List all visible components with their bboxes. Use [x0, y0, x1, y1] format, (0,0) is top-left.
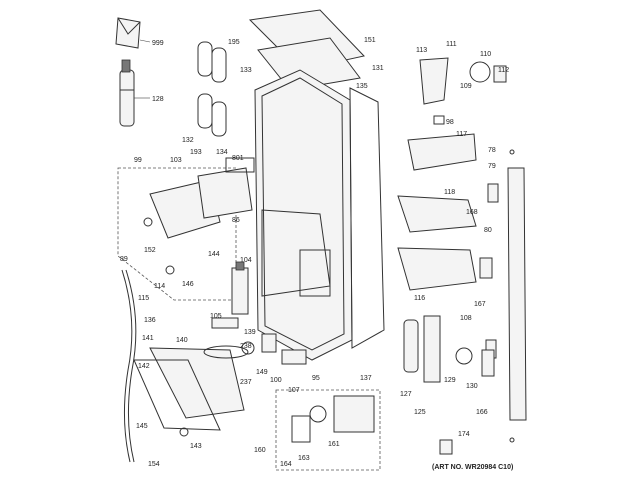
callout-142: 142: [138, 363, 150, 370]
callout-113: 113: [416, 47, 427, 54]
callout-166: 166: [476, 409, 488, 416]
callout-125: 125: [414, 409, 426, 416]
callout-107: 107: [288, 387, 300, 394]
callout-130: 130: [466, 383, 478, 390]
callout-114: 114: [154, 283, 165, 290]
callout-167: 167: [474, 301, 486, 308]
callout-145: 145: [136, 423, 148, 430]
callout-100: 100: [270, 377, 282, 384]
callout-98: 98: [446, 119, 454, 126]
callout-labels: 999 128 195 151 131 133 135 132 134 113 …: [120, 37, 509, 468]
callout-104: 104: [240, 257, 252, 264]
callout-141: 141: [142, 335, 154, 342]
callout-109: 109: [460, 83, 472, 90]
callout-160: 160: [254, 447, 266, 454]
callout-78: 78: [488, 147, 496, 154]
callout-118: 118: [444, 189, 455, 196]
callout-140: 140: [176, 337, 188, 344]
callout-164: 164: [280, 461, 292, 468]
callout-163: 163: [298, 455, 310, 462]
callout-149: 149: [256, 369, 268, 376]
callout-154: 154: [148, 461, 160, 468]
callout-80: 80: [484, 227, 492, 234]
callout-108: 108: [460, 315, 472, 322]
callout-237: 237: [240, 379, 252, 386]
callout-105: 105: [210, 313, 222, 320]
callout-143: 143: [190, 443, 202, 450]
callout-127: 127: [400, 391, 412, 398]
dispenser-box: [117, 167, 237, 301]
callout-89: 89: [120, 256, 128, 263]
part-handle-icon: [197, 41, 227, 137]
callout-86: 86: [232, 217, 240, 224]
callout-128: 128: [152, 96, 164, 103]
callout-110: 110: [480, 51, 491, 58]
callout-133: 133: [240, 67, 252, 74]
callout-168: 168: [466, 209, 478, 216]
callout-111: 111: [446, 41, 457, 48]
art-number: (ART NO. WR20984 C10): [432, 464, 514, 471]
callout-238: 238: [240, 343, 252, 350]
callout-112: 112: [498, 67, 509, 74]
callout-999: 999: [152, 40, 164, 47]
callout-117: 117: [456, 131, 467, 138]
callout-116: 116: [414, 295, 425, 302]
part-envelope-icon: [115, 17, 141, 49]
callout-129: 129: [444, 377, 456, 384]
callout-132: 132: [182, 137, 194, 144]
part-door-shell-icon: [254, 69, 385, 361]
callout-131: 131: [372, 65, 384, 72]
callout-95: 95: [312, 375, 320, 382]
callout-136: 136: [144, 317, 156, 324]
callout-144: 144: [208, 251, 220, 258]
callout-103: 103: [170, 157, 182, 164]
part-filter-icon: [119, 59, 135, 127]
callout-79: 79: [488, 163, 496, 170]
callout-146: 146: [182, 281, 194, 288]
callout-801: 801: [232, 155, 244, 162]
callout-135: 135: [356, 83, 368, 90]
callout-174: 174: [458, 431, 470, 438]
callout-193: 193: [190, 149, 202, 156]
callout-195: 195: [228, 39, 240, 46]
callout-99: 99: [134, 157, 142, 164]
callout-115: 115: [138, 295, 149, 302]
callout-161: 161: [328, 441, 340, 448]
callout-137: 137: [360, 375, 372, 382]
callout-134: 134: [216, 149, 228, 156]
callout-139: 139: [244, 329, 256, 336]
callout-152: 152: [144, 247, 156, 254]
callout-151: 151: [364, 37, 376, 44]
